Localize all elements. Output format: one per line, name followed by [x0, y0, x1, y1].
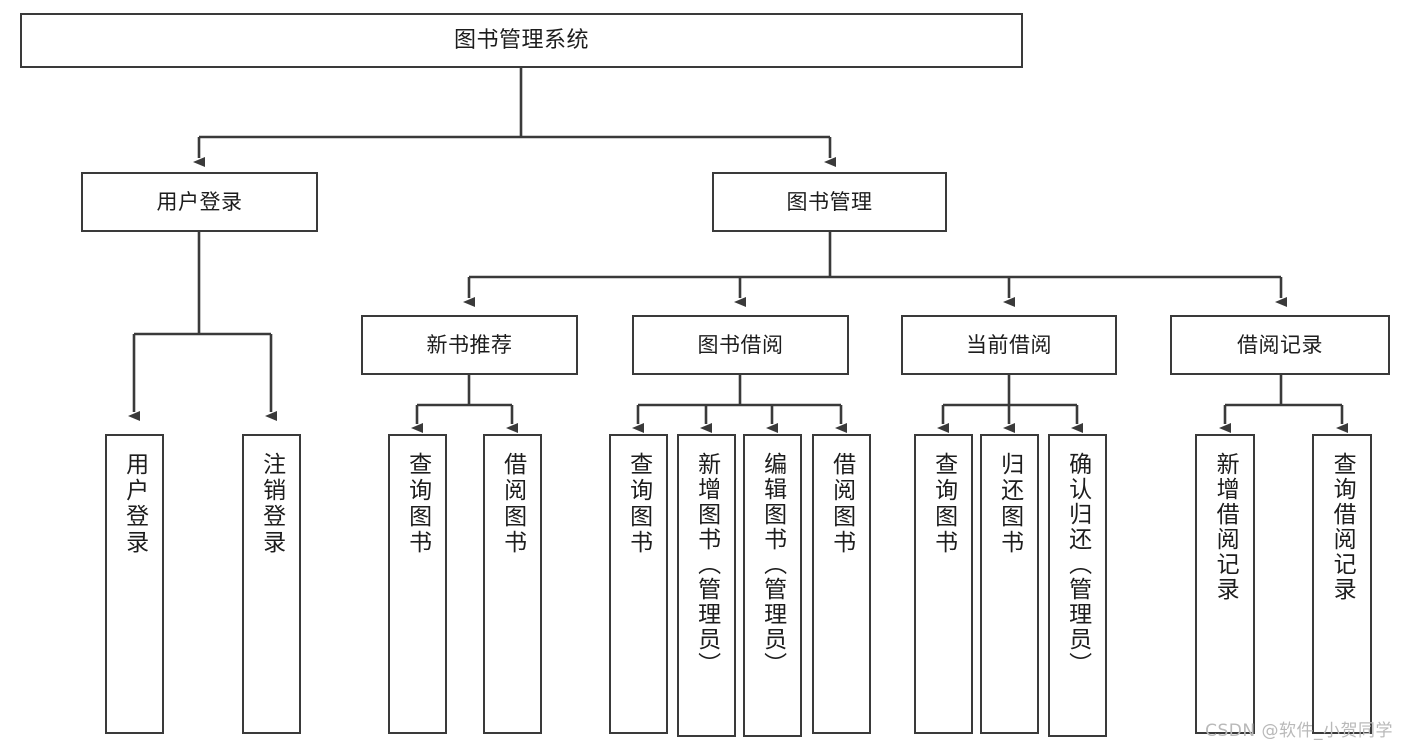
node-label: 借阅图书	[828, 452, 855, 556]
node-leaf-return-book[interactable]: 归还图书	[980, 434, 1039, 734]
node-leaf-query-book-current[interactable]: 查询图书	[914, 434, 973, 734]
node-leaf-add-book[interactable]: 新增图书（管理员）	[677, 434, 736, 737]
node-leaf-edit-book[interactable]: 编辑图书（管理员）	[743, 434, 802, 737]
node-leaf-query-book-borrow[interactable]: 查询图书	[609, 434, 668, 734]
node-label: 用户登录	[121, 452, 148, 556]
node-label: 图书借阅	[697, 332, 784, 357]
node-leaf-user-login[interactable]: 用户登录	[105, 434, 164, 734]
node-label: 图书管理系统	[453, 27, 589, 53]
node-book-manage[interactable]: 图书管理	[712, 172, 947, 232]
node-label: 新增借阅记录	[1212, 452, 1239, 602]
node-label: 查询图书	[625, 452, 652, 556]
csdn-watermark: CSDN @软件_小贺同学	[1205, 721, 1393, 741]
node-leaf-borrow-book[interactable]: 借阅图书	[812, 434, 871, 734]
node-label: 新书推荐	[426, 332, 513, 357]
node-new-book-recommend[interactable]: 新书推荐	[361, 315, 578, 375]
node-borrow-record[interactable]: 借阅记录	[1170, 315, 1390, 375]
node-label: 注销登录	[258, 452, 285, 556]
node-label: 确认归还（管理员）	[1064, 452, 1091, 677]
node-label: 查询图书	[930, 452, 957, 556]
node-leaf-query-borrow-record[interactable]: 查询借阅记录	[1312, 434, 1372, 734]
node-leaf-query-book-recommend[interactable]: 查询图书	[388, 434, 447, 734]
node-label: 借阅图书	[499, 452, 526, 556]
node-label: 图书管理	[786, 189, 873, 214]
node-label: 用户登录	[156, 189, 243, 214]
node-book-borrow[interactable]: 图书借阅	[632, 315, 849, 375]
node-leaf-borrow-book-recommend[interactable]: 借阅图书	[483, 434, 542, 734]
node-label: 归还图书	[996, 452, 1023, 556]
node-current-borrow[interactable]: 当前借阅	[901, 315, 1117, 375]
node-user-login[interactable]: 用户登录	[81, 172, 318, 232]
node-label: 编辑图书（管理员）	[759, 452, 786, 677]
node-label: 查询图书	[404, 452, 431, 556]
node-root-system[interactable]: 图书管理系统	[20, 13, 1023, 68]
node-leaf-confirm-return[interactable]: 确认归还（管理员）	[1048, 434, 1107, 737]
node-leaf-user-logout[interactable]: 注销登录	[242, 434, 301, 734]
node-label: 新增图书（管理员）	[693, 452, 720, 677]
node-label: 当前借阅	[966, 332, 1052, 357]
node-label: 借阅记录	[1237, 332, 1323, 357]
node-leaf-add-borrow-record[interactable]: 新增借阅记录	[1195, 434, 1255, 734]
node-label: 查询借阅记录	[1329, 452, 1356, 602]
